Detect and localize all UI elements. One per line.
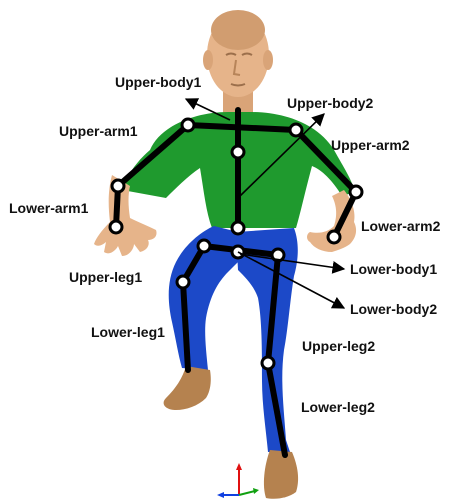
label-lower-leg2: Lower-leg2 bbox=[301, 399, 375, 415]
joint-knee-right bbox=[262, 357, 274, 369]
joint-wrist-left bbox=[110, 221, 122, 233]
joint-wrist-right bbox=[328, 231, 340, 243]
joint-waist bbox=[232, 222, 244, 234]
label-lower-leg1: Lower-leg1 bbox=[91, 324, 165, 340]
label-upper-leg1: Upper-leg1 bbox=[69, 269, 142, 285]
label-lower-body2: Lower-body2 bbox=[350, 301, 437, 317]
right-shoe bbox=[264, 450, 298, 499]
label-lower-arm1: Lower-arm1 bbox=[9, 200, 89, 216]
xyz-axis-icon bbox=[217, 463, 259, 498]
label-lower-arm2: Lower-arm2 bbox=[361, 218, 441, 234]
joint-elbow-left bbox=[112, 180, 124, 192]
label-upper-body2: Upper-body2 bbox=[287, 95, 374, 111]
label-upper-arm2: Upper-arm2 bbox=[331, 137, 410, 153]
head bbox=[203, 10, 273, 118]
label-upper-body1: Upper-body1 bbox=[115, 74, 202, 90]
joint-knee-left bbox=[177, 276, 189, 288]
joint-chest bbox=[232, 146, 244, 158]
label-upper-leg2: Upper-leg2 bbox=[302, 338, 375, 354]
joint-shoulder-left bbox=[182, 119, 194, 131]
joint-shoulder-right bbox=[290, 124, 302, 136]
joint-hip-left bbox=[198, 240, 210, 252]
joint-elbow-right bbox=[350, 186, 362, 198]
label-upper-arm1: Upper-arm1 bbox=[59, 123, 138, 139]
label-lower-body1: Lower-body1 bbox=[350, 261, 437, 277]
